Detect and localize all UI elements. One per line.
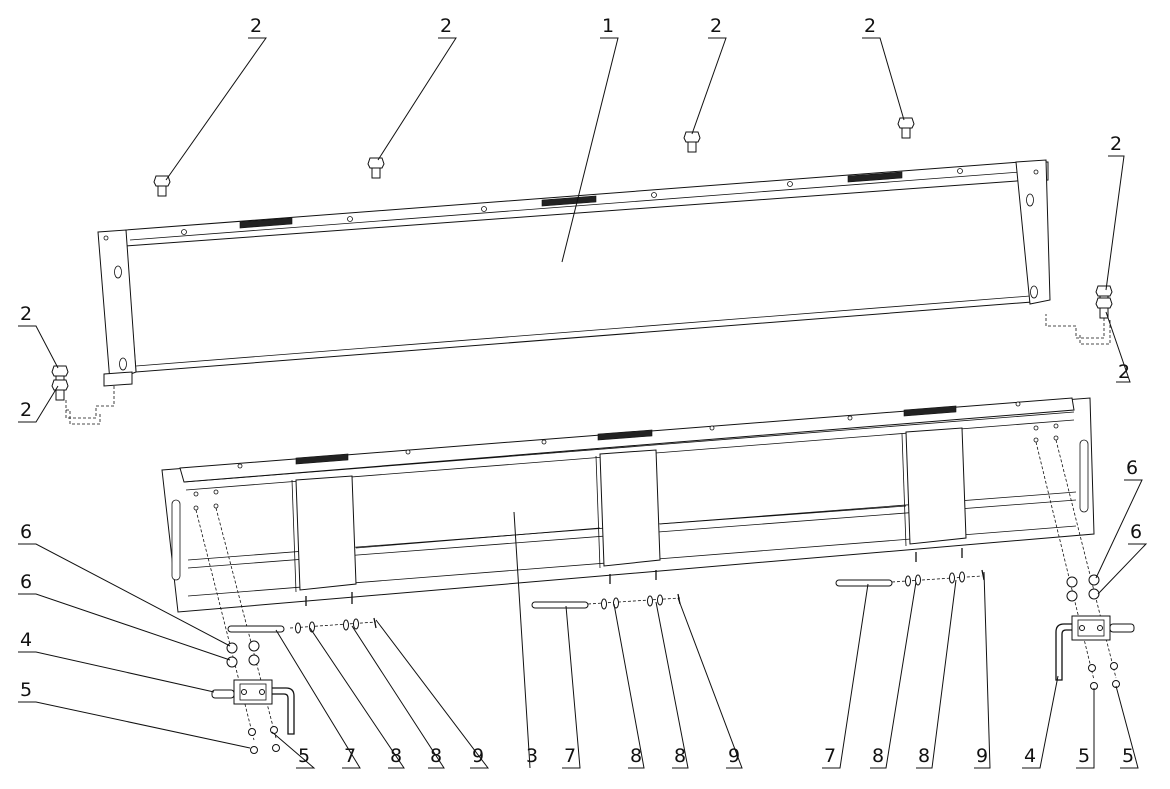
callout-2: 2 bbox=[864, 15, 876, 37]
callout-8: 8 bbox=[918, 745, 930, 767]
lower-frame-part-3 bbox=[161, 397, 1095, 613]
callout-2: 2 bbox=[250, 15, 262, 37]
pin-set-left bbox=[227, 617, 377, 634]
callout-3: 3 bbox=[526, 745, 538, 767]
callout-7: 7 bbox=[344, 745, 356, 767]
bolt bbox=[367, 157, 385, 179]
callout-2: 2 bbox=[20, 399, 32, 421]
callout-8: 8 bbox=[630, 745, 642, 767]
hinge-left bbox=[211, 679, 295, 735]
callout-8: 8 bbox=[872, 745, 884, 767]
bolt bbox=[1095, 297, 1113, 319]
callout-6: 6 bbox=[1126, 457, 1138, 479]
callout-5: 5 bbox=[1122, 745, 1134, 767]
bolt bbox=[51, 379, 69, 401]
callout-2: 2 bbox=[20, 303, 32, 325]
callout-2: 2 bbox=[1110, 133, 1122, 155]
callout-5: 5 bbox=[20, 679, 32, 701]
callout-8: 8 bbox=[674, 745, 686, 767]
callout-labels: 2 2 1 2 2 2 2 2 2 6 6 4 5 6 6 5 7 8 8 9 … bbox=[20, 15, 1142, 767]
callout-4: 4 bbox=[1024, 745, 1036, 767]
bolt bbox=[683, 131, 701, 153]
upper-panel-part-1 bbox=[97, 159, 1051, 387]
callout-2: 2 bbox=[440, 15, 452, 37]
hinge-right bbox=[1055, 615, 1135, 681]
callout-9: 9 bbox=[472, 745, 484, 767]
bolt bbox=[153, 175, 171, 197]
callout-2: 2 bbox=[1118, 361, 1130, 383]
callout-9: 9 bbox=[976, 745, 988, 767]
callout-8: 8 bbox=[430, 745, 442, 767]
leader-lines bbox=[18, 37, 1148, 769]
callout-7: 7 bbox=[824, 745, 836, 767]
callout-5: 5 bbox=[298, 745, 310, 767]
callout-1: 1 bbox=[602, 15, 614, 37]
callout-7: 7 bbox=[564, 745, 576, 767]
callout-6: 6 bbox=[20, 521, 32, 543]
callout-5: 5 bbox=[1078, 745, 1090, 767]
bolt bbox=[51, 365, 69, 383]
callout-6: 6 bbox=[1130, 521, 1142, 543]
callout-2: 2 bbox=[710, 15, 722, 37]
callout-6: 6 bbox=[20, 571, 32, 593]
pin-set-right bbox=[835, 569, 985, 587]
callout-9: 9 bbox=[728, 745, 740, 767]
callout-8: 8 bbox=[390, 745, 402, 767]
bolt bbox=[897, 117, 915, 139]
bolt-group-upper bbox=[51, 117, 1113, 401]
callout-4: 4 bbox=[20, 629, 32, 651]
pin-set-middle bbox=[531, 593, 681, 610]
